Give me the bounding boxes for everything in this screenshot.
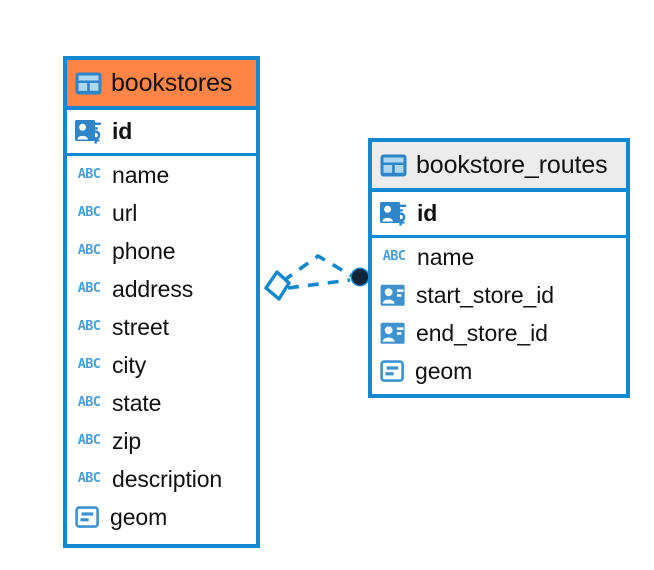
entity-table-bookstore-routes[interactable]: bookstore_routes id ABC name — [368, 138, 630, 398]
field-row-phone[interactable]: ABC phone — [67, 232, 256, 270]
field-label: geom — [110, 503, 168, 530]
field-label: url — [112, 199, 138, 226]
entity-header-bookstores[interactable]: bookstores — [67, 60, 256, 110]
field-label: phone — [112, 237, 176, 264]
abc-text-icon: ABC — [77, 280, 101, 297]
foreign-key-icon — [380, 322, 407, 345]
table-icon — [75, 72, 102, 95]
field-row-city[interactable]: ABC city — [67, 346, 256, 384]
field-label: id — [417, 200, 438, 226]
abc-text-icon: ABC — [77, 318, 101, 335]
primary-key-icon — [75, 119, 103, 145]
field-row-address[interactable]: ABC address — [67, 270, 256, 308]
field-label: state — [112, 389, 162, 416]
field-row-id[interactable]: id — [67, 110, 256, 156]
field-label: name — [417, 243, 475, 270]
field-row-url[interactable]: ABC url — [67, 194, 256, 232]
field-row-end-store-id[interactable]: end_store_id — [372, 314, 626, 352]
field-row-street[interactable]: ABC street — [67, 308, 256, 346]
field-row-name[interactable]: ABC name — [372, 238, 626, 276]
abc-text-icon: ABC — [382, 248, 406, 265]
abc-text-icon: ABC — [77, 166, 101, 183]
entity-header-bookstore-routes[interactable]: bookstore_routes — [372, 142, 626, 192]
field-label: id — [112, 118, 133, 144]
entity-table-bookstores[interactable]: bookstores id ABC name — [63, 56, 260, 548]
table-icon — [380, 154, 407, 177]
field-label: city — [112, 351, 147, 378]
abc-text-icon: ABC — [77, 356, 101, 373]
field-label: name — [112, 161, 170, 188]
field-label: address — [112, 275, 194, 302]
field-row-zip[interactable]: ABC zip — [67, 422, 256, 460]
filled-circle-endpoint — [350, 267, 370, 287]
field-row-geom[interactable]: geom — [67, 498, 256, 536]
field-label: geom — [415, 357, 473, 384]
diamond-marker — [264, 270, 291, 301]
field-label: street — [112, 313, 169, 340]
abc-text-icon: ABC — [77, 470, 101, 487]
foreign-key-icon — [380, 284, 407, 307]
geometry-icon — [75, 505, 101, 529]
field-label: start_store_id — [416, 281, 554, 308]
field-label: zip — [112, 427, 142, 454]
field-row-description[interactable]: ABC description — [67, 460, 256, 498]
abc-text-icon: ABC — [77, 394, 101, 411]
field-row-name[interactable]: ABC name — [67, 156, 256, 194]
field-row-geom[interactable]: geom — [372, 352, 626, 390]
relationship-line-straight — [287, 278, 351, 290]
field-row-start-store-id[interactable]: start_store_id — [372, 276, 626, 314]
abc-text-icon: ABC — [77, 242, 101, 259]
entity-title: bookstores — [111, 68, 233, 97]
abc-text-icon: ABC — [77, 204, 101, 221]
relationship-line-arc — [281, 253, 353, 283]
abc-text-icon: ABC — [77, 432, 101, 449]
field-label: end_store_id — [416, 319, 548, 346]
entity-title: bookstore_routes — [416, 150, 608, 179]
field-row-id[interactable]: id — [372, 192, 626, 238]
field-row-state[interactable]: ABC state — [67, 384, 256, 422]
primary-key-icon — [380, 201, 408, 227]
field-label: description — [112, 465, 223, 492]
geometry-icon — [380, 359, 406, 383]
